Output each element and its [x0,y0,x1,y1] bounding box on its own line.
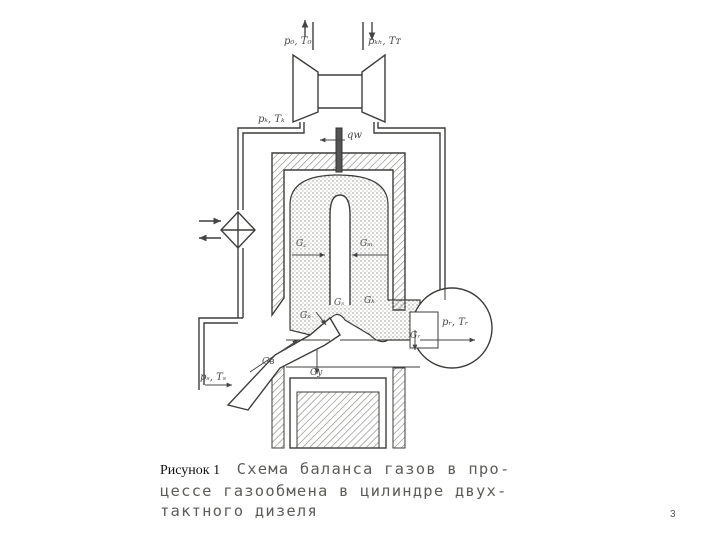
figure-caption: Рисунок 1 Схема баланса газов в про- цес… [160,459,540,521]
caption-line-2: цессе газообмена в цилиндре двух- [160,482,508,500]
turbine-housing [361,53,386,124]
caption-line-1: Схема баланса газов в про- [236,460,511,478]
charge-air-pipe [237,122,301,210]
label-gh: Gₕ [364,296,375,306]
label-gm: Gₘ [360,239,373,249]
label-gn: Gₙ [300,311,311,321]
compressor-housing [292,53,319,124]
caption-label: Рисунок 1 [160,463,221,478]
label-gy: Gу [310,368,323,378]
label-ps-ts: pₛ, Tₛ [200,372,226,383]
label-gs: Gₛ [334,298,344,308]
caption-line-3: тактного дизеля [160,502,318,520]
page-number: 3 [670,509,676,520]
label-gr: Gᵣ [410,331,420,341]
label-gb: Gв [262,357,274,367]
injector [335,127,343,173]
label-pk-tk: pₖ, Tₖ [258,114,285,125]
intake-duct [226,316,341,411]
cylinder-wall [271,152,406,449]
label-pa-ta: p₀, T₀ [284,36,311,47]
central-baffle [329,194,351,305]
label-qw: qw [347,130,362,141]
label-pkh-tt: pₖₕ, Tᴛ [368,36,401,47]
piston [289,377,387,449]
label-gc: G꜀ [296,239,307,249]
label-pr-tr: pᵣ, Tᵣ [442,317,469,328]
exhaust-pipe [377,122,446,300]
